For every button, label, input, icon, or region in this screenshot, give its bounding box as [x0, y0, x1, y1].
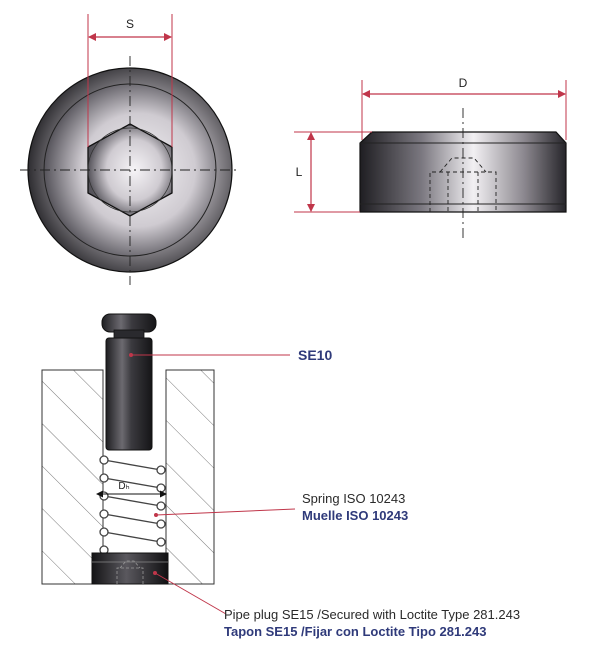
- spring-coil: [103, 459, 162, 471]
- spring-coil: [103, 513, 162, 525]
- d-dimension-label: D: [459, 76, 468, 90]
- spring-callout-es: Muelle ISO 10243: [302, 508, 408, 523]
- pin-callout-label: SE10: [298, 347, 332, 363]
- spring-coil: [103, 531, 162, 543]
- body-left-block: [41, 369, 104, 585]
- pin-se10: [101, 313, 157, 451]
- pin-shaft: [105, 337, 153, 451]
- plug-top-view: S: [20, 14, 240, 285]
- dh-dimension-label: Dₕ: [118, 481, 129, 492]
- body-right-block: [165, 369, 215, 585]
- spring: [99, 455, 166, 555]
- pin-head: [101, 313, 157, 333]
- spring-leader: [155, 508, 296, 516]
- plug-callout-en: Pipe plug SE15 /Secured with Loctite Typ…: [224, 607, 520, 622]
- plug-side-view: D L: [294, 76, 567, 240]
- assembly-section: Dₕ: [41, 313, 296, 615]
- plug-body: [91, 552, 169, 585]
- plug-leader: [154, 572, 227, 615]
- spring-coil: [103, 495, 162, 507]
- s-dimension-label: S: [126, 17, 134, 31]
- plug-callout-es: Tapon SE15 /Fijar con Loctite Tipo 281.2…: [224, 624, 486, 639]
- spring-callout-en: Spring ISO 10243: [302, 491, 405, 506]
- pipe-plug-se15: [91, 552, 169, 585]
- l-dimension-label: L: [296, 165, 303, 179]
- spring-coil: [103, 477, 162, 489]
